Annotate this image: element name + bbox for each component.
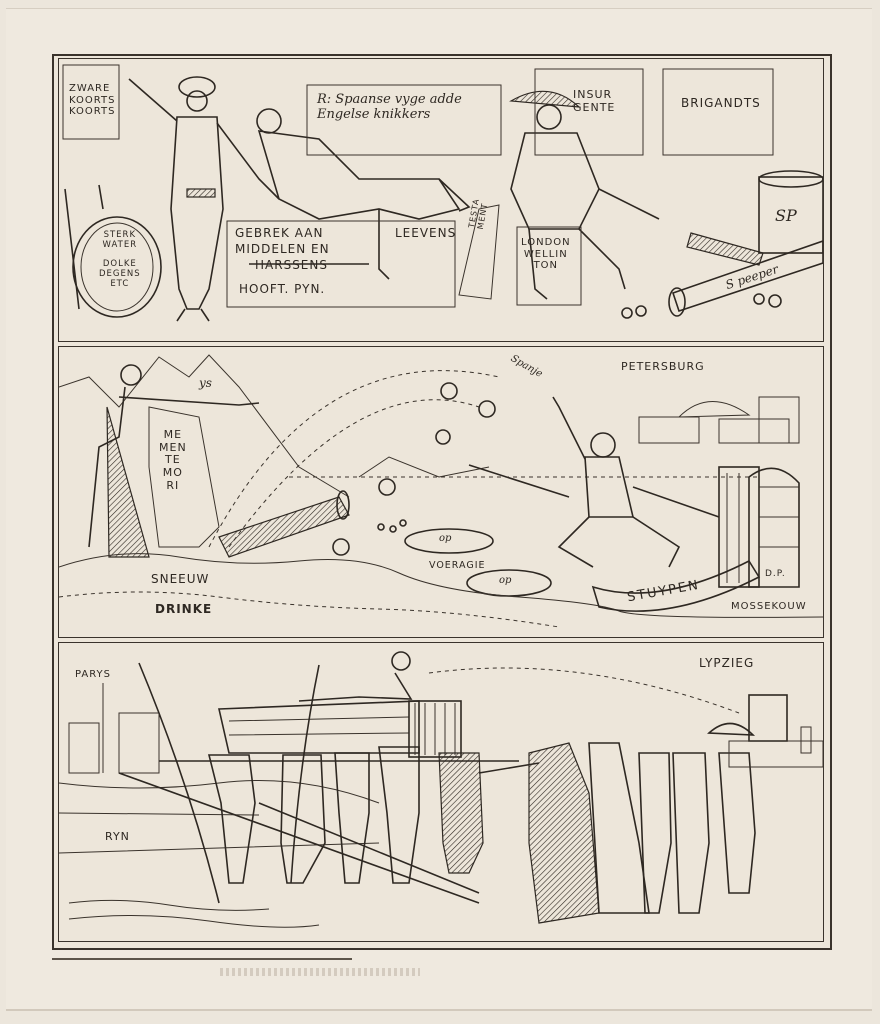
label-ys: ys [199,376,212,390]
label-memento-mori: ME MEN TE MO RI [159,428,187,492]
label-jar-sp: SP [775,206,797,225]
panel-top-drawing [62,64,823,322]
label-lypzieg: LYPZIEG [699,656,755,670]
label-chest-leevens: LEEVENS [395,226,457,240]
plate-underline [52,958,352,960]
label-parys: PARYS [75,669,111,680]
label-chest-line3: HARSSENS [255,258,328,272]
label-petersburg: PETERSBURG [621,360,705,373]
label-drinke: DRINKE [155,602,213,616]
label-voeragie: VOERAGIE [429,560,486,571]
panel-top: ZWARE KOORTS KOORTS R: Spaanse vyge adde… [58,58,824,342]
monarchs-group [478,722,756,924]
label-sneeuw: SNEEUW [151,572,210,586]
dancing-figure [468,396,720,568]
skeleton-figure [88,364,260,558]
label-ryn: RYN [105,830,130,843]
label-chest-line4: HOOFT. PYN. [239,282,326,296]
seated-general [509,90,660,300]
label-plate1-op: op [439,533,452,544]
label-london-wellinton: LONDON WELLIN TON [521,237,571,271]
label-cage-dp: D.P. [765,569,786,579]
reclining-officer [256,108,471,280]
label-chest-line1: GEBREK AAN [235,226,324,240]
label-speech-sign: R: Spaanse vyge adde Engelse knikkers [317,92,462,122]
panel-middle-drawing [59,354,823,628]
label-insurgente: INSUR GENTE [573,88,616,114]
label-chest-line2: MIDDELEN EN [235,242,330,256]
panel-middle: ys ME MEN TE MO RI SNEEUW DRINKE VOERAGI… [58,346,824,638]
bearers-group [118,662,484,904]
jester-figure [128,76,280,322]
panel-bottom-drawing [59,651,823,928]
label-barrel: STERK WATER DOLKE DEGENS ETC [99,230,141,289]
faint-imprint-text [220,968,420,976]
label-zware-koorts: ZWARE KOORTS KOORTS [69,83,116,117]
label-mossekouw: MOSSEKOUW [731,601,807,612]
label-brigandts: BRIGANDTS [681,96,761,110]
label-plate2-op: op [499,575,512,586]
panel-bottom: PARYS RYN LYPZIEG [58,642,824,942]
